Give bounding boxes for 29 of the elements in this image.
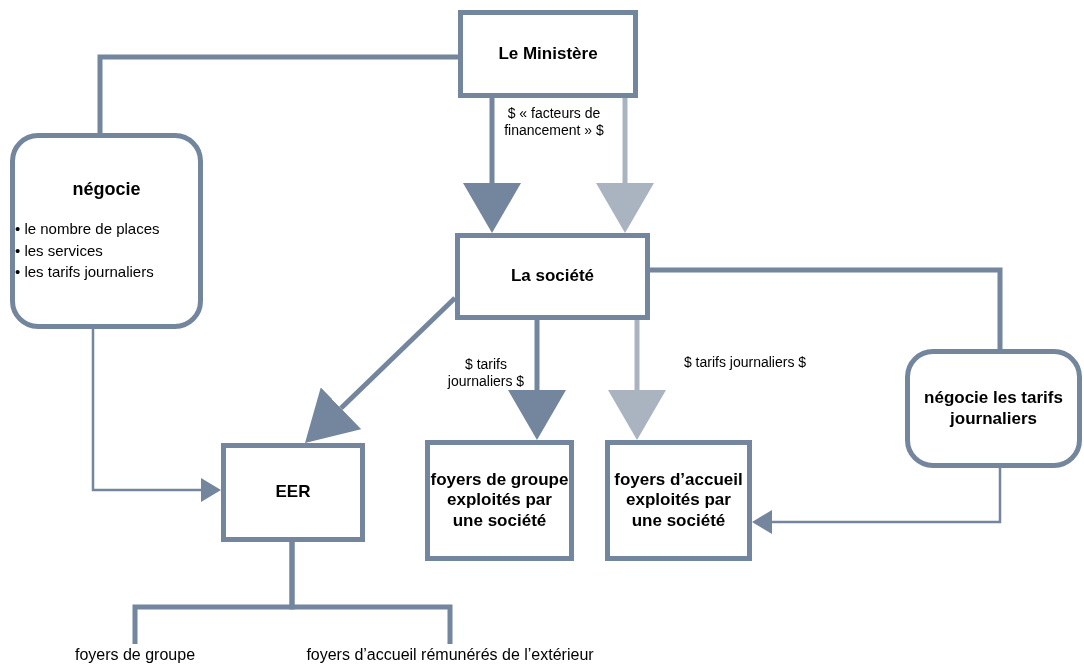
rounded-box xyxy=(10,133,203,329)
box-label: La société xyxy=(510,266,595,287)
connector-line xyxy=(650,267,1003,349)
arrow xyxy=(463,98,521,233)
process-box xyxy=(458,10,638,98)
box-label: négocie les tarifs journaliers xyxy=(923,388,1064,429)
box-label: foyers d’accueil exploités par une société xyxy=(613,469,744,532)
box-label: Le Ministère xyxy=(498,43,598,65)
arrow xyxy=(596,98,654,233)
box-label: foyers de groupe exploités par une société xyxy=(430,469,569,532)
box-label: EER xyxy=(275,482,311,503)
category-label: foyers de groupe xyxy=(74,645,196,665)
arrow xyxy=(91,329,221,502)
arrow xyxy=(305,296,457,443)
arrow xyxy=(752,468,1002,534)
connector-line xyxy=(289,542,453,644)
connector-line xyxy=(97,54,458,133)
arrow xyxy=(508,320,566,440)
bullet-item: • les tarifs journaliers xyxy=(15,262,154,283)
process-box xyxy=(455,233,650,320)
bullet-item: • le nombre de places xyxy=(15,218,160,239)
category-label: foyers d’accueil rémunérés de l’extérieur xyxy=(306,645,594,665)
bullet-item: • les services xyxy=(15,240,103,261)
process-box xyxy=(605,440,752,561)
rounded-box xyxy=(905,349,1082,468)
process-box xyxy=(221,443,365,542)
process-box xyxy=(425,440,574,561)
arrow xyxy=(608,320,666,440)
box-heading: négocie xyxy=(72,178,141,200)
